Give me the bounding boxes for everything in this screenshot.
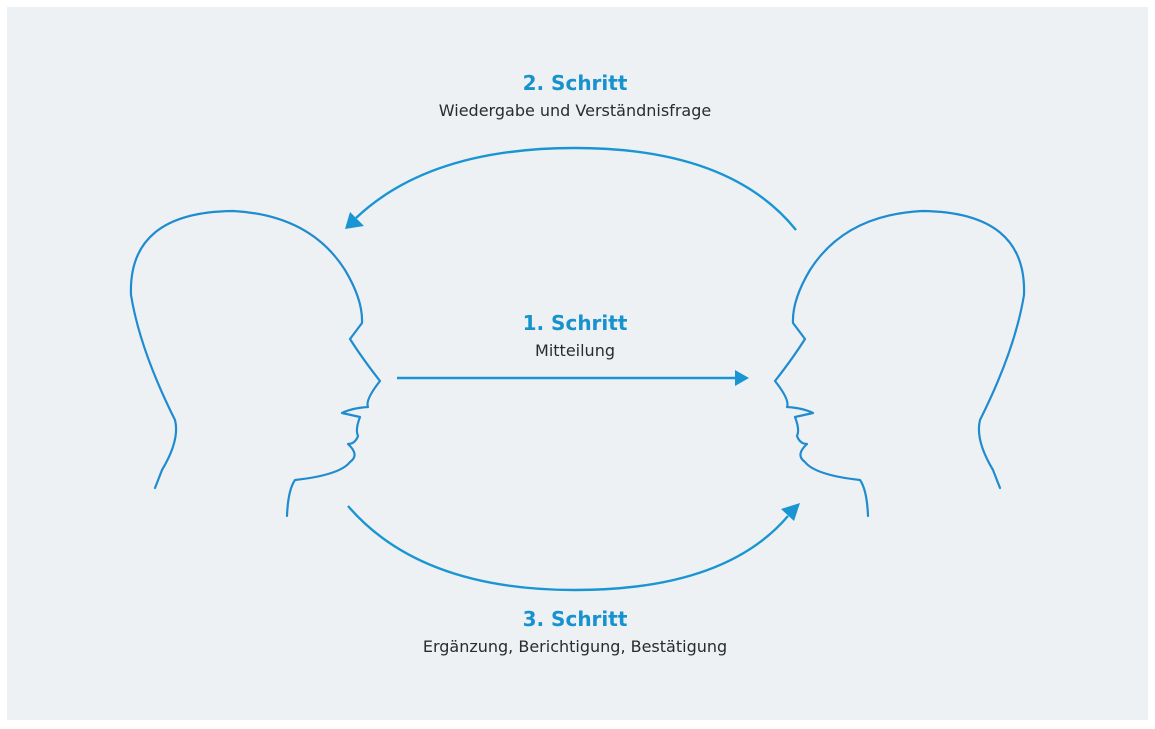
step-3-label: 3. Schritt Ergänzung, Berichtigung, Best… — [325, 607, 825, 658]
step-3-title: 3. Schritt — [522, 607, 628, 631]
step-1-description: Mitteilung — [535, 341, 615, 360]
right-head-profile — [773, 209, 1026, 518]
step-2-title: 2. Schritt — [522, 71, 628, 95]
step-2-description: Wiedergabe und Verständnisfrage — [438, 101, 712, 120]
step-3-arrow — [347, 503, 800, 592]
left-head-profile — [129, 209, 382, 518]
step-2-label: 2. Schritt Wiedergabe und Verständnisfra… — [325, 71, 825, 122]
step-3-description: Ergänzung, Berichtigung, Bestätigung — [422, 637, 728, 656]
step-2-arrow — [345, 146, 797, 231]
step-1-title: 1. Schritt — [522, 311, 628, 335]
diagram-background — [7, 7, 1148, 720]
step-1-label: 1. Schritt Mitteilung — [325, 311, 825, 362]
step-1-arrow — [397, 370, 749, 386]
